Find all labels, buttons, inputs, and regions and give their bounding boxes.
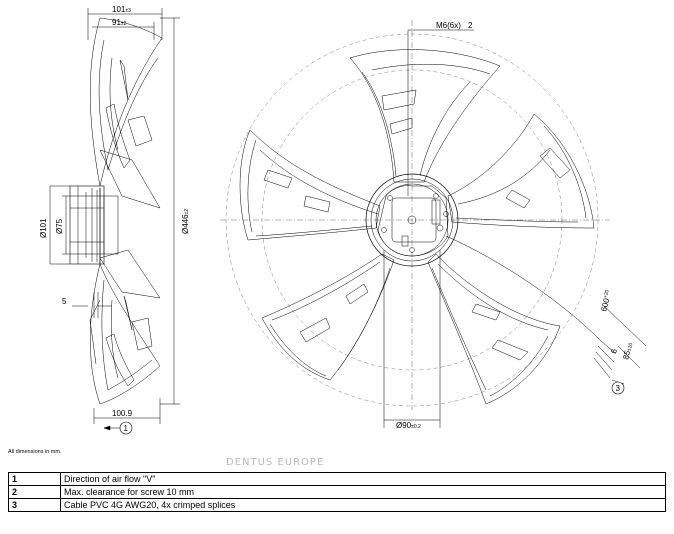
callout-1-circle xyxy=(119,421,133,435)
dim-offset-5: 5 xyxy=(62,297,67,306)
legend-text: Cable PVC 4G AWG20, 4x crimped splices xyxy=(60,498,666,512)
front-view xyxy=(220,20,617,410)
legend-row: 1 Direction of air flow "V" xyxy=(8,472,666,486)
legend-num: 1 xyxy=(8,472,61,486)
legend-table: 1 Direction of air flow "V" 2 Max. clear… xyxy=(8,472,666,512)
dim-cable-600: 600+20 xyxy=(599,289,613,313)
dim-strip-6: 6 xyxy=(609,347,619,354)
dim-depth-100-9: 100.9 xyxy=(112,409,133,418)
dimensions-note: All dimensions in mm. xyxy=(8,449,62,455)
legend-text: Direction of air flow "V" xyxy=(60,472,666,486)
watermark-text: DENTUS EUROPE xyxy=(226,457,325,468)
side-view xyxy=(69,17,163,405)
legend-num: 2 xyxy=(8,485,61,499)
dim-dia-90: Ø90±0.2 xyxy=(396,421,421,430)
callout-2-label: 2 xyxy=(468,21,473,30)
dim-dia-446: Ø446±2 xyxy=(181,209,190,234)
blade xyxy=(239,129,381,241)
blade xyxy=(447,113,595,229)
dim-cable-85: 85±10 xyxy=(621,341,634,360)
dim-dia-101: Ø101 xyxy=(39,218,48,238)
blade xyxy=(427,253,561,405)
legend-num: 3 xyxy=(8,498,61,512)
dim-width-91: 91±2 xyxy=(112,18,127,27)
callout-3-label: 3 xyxy=(616,384,621,393)
legend-text: Max. clearance for screw 10 mm xyxy=(60,485,666,499)
dim-dia-75: Ø75 xyxy=(55,218,64,234)
dim-thread-m6: M6(6x) xyxy=(436,21,461,30)
front-view-dimensions xyxy=(383,29,647,428)
blade xyxy=(261,253,395,381)
callout-3-circle xyxy=(611,381,625,395)
blade xyxy=(349,49,501,183)
legend-row: 2 Max. clearance for screw 10 mm xyxy=(8,485,666,499)
side-view-dimensions xyxy=(49,8,180,431)
dim-width-101: 101±3 xyxy=(112,5,131,14)
callout-1-label: 1 xyxy=(124,424,129,433)
legend-row: 3 Cable PVC 4G AWG20, 4x crimped splices xyxy=(8,498,666,512)
